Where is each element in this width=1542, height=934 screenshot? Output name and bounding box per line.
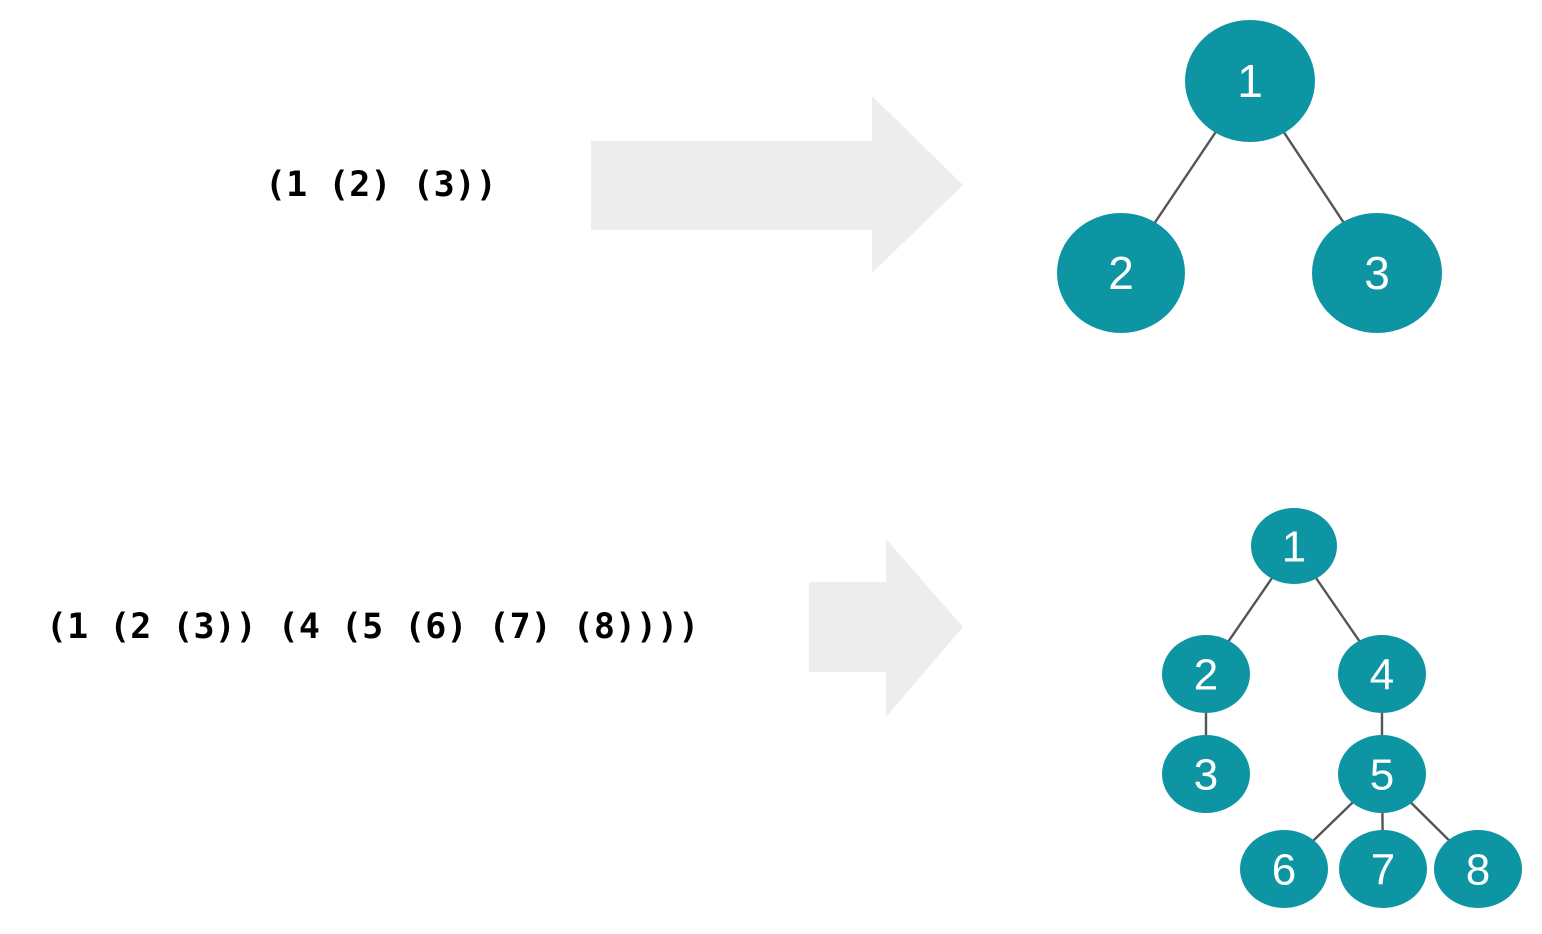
expression-nested: (1 (2 (3)) (4 (5 (6) (7) (8)))) [46,607,700,647]
arrow-right-icon [591,96,963,273]
tree-node-label: 1 [1282,522,1306,571]
tree-node-label: 5 [1370,750,1394,799]
tree-node [1057,213,1185,333]
tree-node [1251,508,1337,584]
tree-node [1338,735,1426,813]
tree-node [1338,635,1426,713]
tree-node-label: 8 [1466,845,1490,894]
tree-node-label: 3 [1364,247,1390,299]
tree-node [1240,830,1328,908]
arrow-right-icon [809,539,963,717]
tree-node-label: 1 [1237,55,1263,107]
tree-nested: 1 2 4 3 5 6 7 8 [1162,508,1522,908]
tree-node-label: 7 [1371,845,1395,894]
tree-node [1162,735,1250,813]
tree-node [1162,635,1250,713]
tree-node [1434,830,1522,908]
tree-node-label: 2 [1108,247,1134,299]
tree-node-label: 6 [1272,845,1296,894]
tree-node [1185,20,1315,142]
tree-node-label: 2 [1194,650,1218,699]
tree-node-label: 3 [1194,750,1218,799]
tree-node [1339,830,1427,908]
tree-node [1312,213,1442,333]
expression-simple: (1 (2) (3)) [265,165,497,205]
tree-node-label: 4 [1370,650,1394,699]
tree-simple: 1 2 3 [1057,20,1442,333]
